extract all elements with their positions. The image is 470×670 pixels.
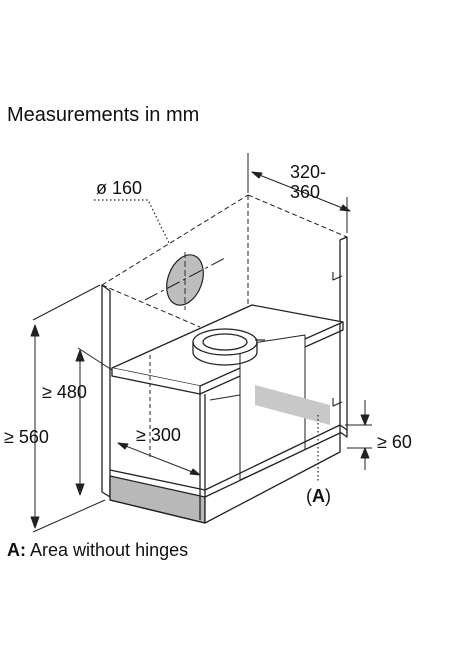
width-300-dimension bbox=[117, 442, 201, 476]
plinth-top bbox=[109, 424, 348, 491]
gap-60-label: ≥ 60 bbox=[377, 432, 412, 452]
hinge-free-zone bbox=[255, 385, 330, 425]
legend-key: A: bbox=[7, 540, 26, 560]
cabinet-left-panel bbox=[101, 284, 111, 498]
height-480-dimension bbox=[75, 347, 113, 496]
gap-60-dimension bbox=[345, 400, 372, 470]
height-560-label: ≥ 560 bbox=[4, 427, 49, 447]
height-560-dimension bbox=[30, 284, 106, 533]
cabinet-top-dashed bbox=[101, 194, 348, 430]
width-300-label: ≥ 300 bbox=[136, 425, 181, 445]
depth-label-line2: 360 bbox=[290, 182, 320, 202]
legend-text: Area without hinges bbox=[26, 540, 189, 560]
depth-dimension bbox=[247, 153, 351, 233]
diameter-leader bbox=[94, 199, 171, 246]
plinth-front bbox=[109, 475, 206, 524]
height-480-label: ≥ 480 bbox=[42, 382, 87, 402]
diameter-label: ø 160 bbox=[96, 178, 142, 198]
hinge-marks bbox=[332, 272, 343, 407]
legend: A: Area without hinges bbox=[7, 540, 188, 561]
page-title: Measurements in mm bbox=[7, 104, 200, 126]
area-marker: (A) bbox=[306, 486, 331, 506]
depth-label-line1: 320- bbox=[290, 162, 326, 182]
cabinet-right-panel bbox=[339, 236, 348, 438]
